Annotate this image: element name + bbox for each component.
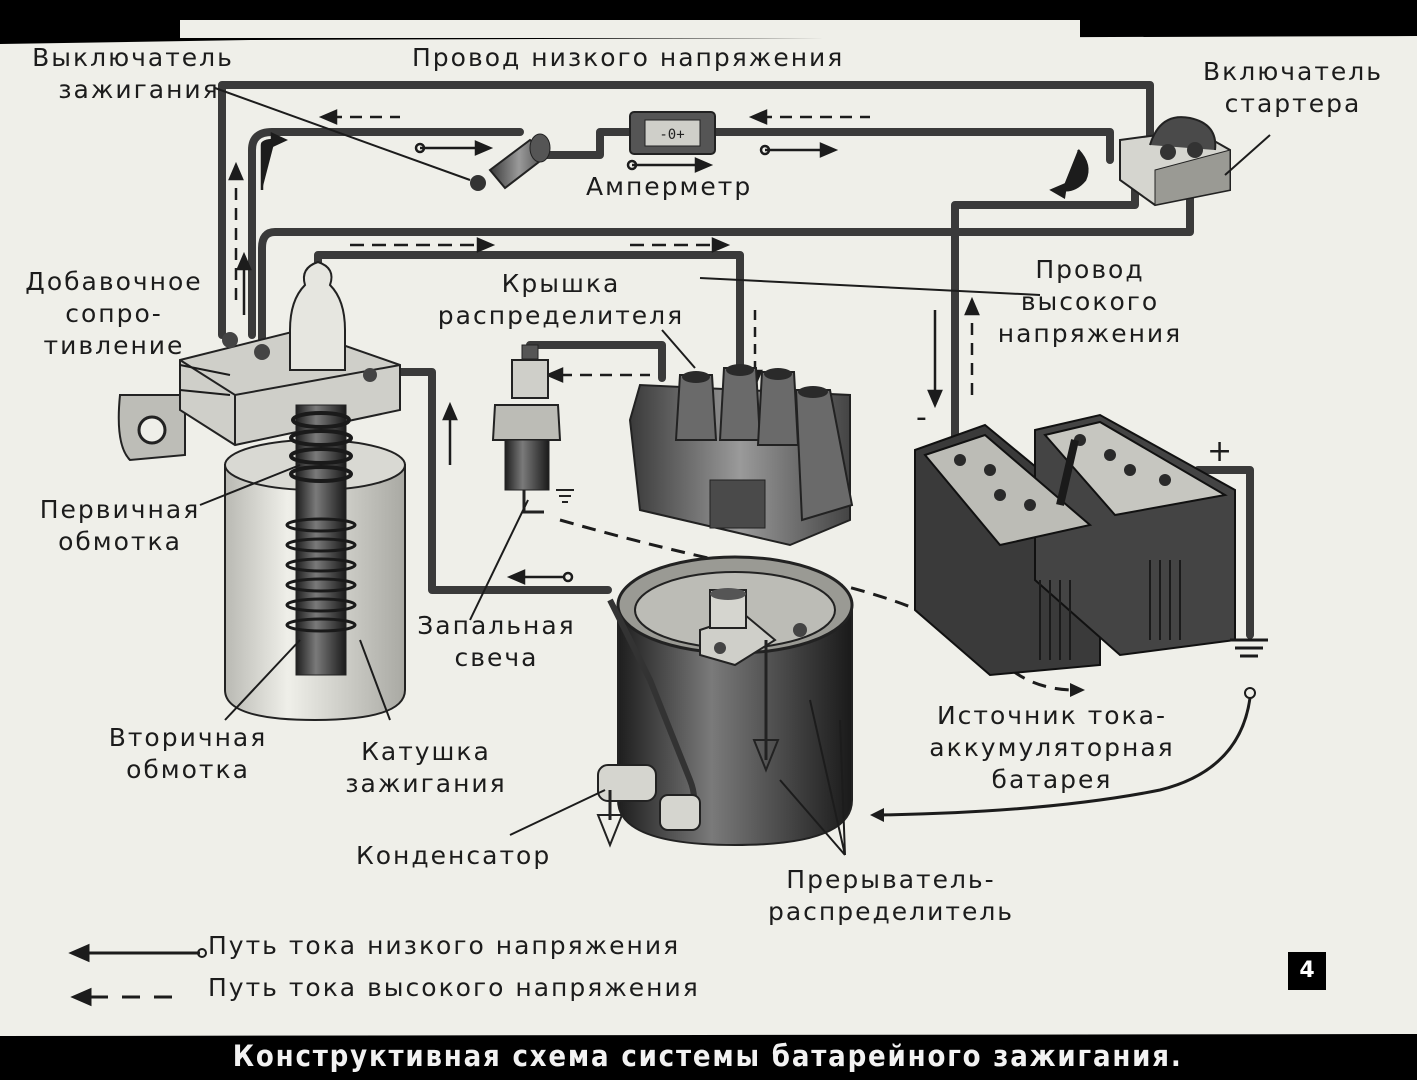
- low-voltage-wire: [218, 81, 1154, 339]
- ammeter-label: Амперметр: [586, 172, 753, 201]
- lv-return-arrowhead: [870, 808, 884, 822]
- leader-lines: [179, 87, 1271, 856]
- low-voltage-wire-label: Провод низкого напряжения: [412, 43, 845, 72]
- starter-switch-drawing: [1119, 116, 1231, 207]
- starter-switch-label: Включатель стартера: [1202, 57, 1384, 118]
- spark-plug-drawing: [491, 344, 574, 514]
- ammeter-wire-right: [541, 128, 634, 159]
- distributor-cap-drawing: [628, 364, 854, 547]
- breaker-distributor-drawing: [596, 555, 854, 848]
- ignition-switch-drawing: [470, 133, 551, 191]
- ammeter-to-starter: [711, 128, 1114, 164]
- battery-plus-sign: +: [1207, 434, 1235, 469]
- high-voltage-wire-label: Провод высокого напряжения: [997, 255, 1183, 348]
- battery-drawing: [914, 413, 1268, 677]
- ignition-switch-label: Выключатель зажигания: [32, 43, 234, 104]
- legend-lines: [68, 943, 207, 1007]
- ammeter-drawing: -0+: [629, 111, 716, 155]
- legend-high-voltage: Путь тока высокого напряжения: [208, 973, 700, 1002]
- slide-number: 4: [1288, 952, 1326, 990]
- slide-caption: Конструктивная схема системы батарейного…: [232, 1039, 1183, 1073]
- power-source-label: Источник тока- аккумуляторная батарея: [929, 701, 1175, 794]
- battery-minus-sign: -: [916, 400, 929, 435]
- added-resistance-label: Добавочное сопро- тивление: [25, 267, 203, 360]
- flow-arrows: [228, 109, 1089, 624]
- ground-terminal: [1244, 687, 1256, 699]
- starter-to-coil: [258, 161, 1194, 349]
- hv-return-path: [559, 518, 1076, 692]
- ammeter-wire: [248, 128, 524, 339]
- primary-winding-label: Первичная обмотка: [39, 495, 201, 556]
- distributor-cap-label: Крышка распределителя: [437, 269, 685, 330]
- secondary-winding-label: Вторичная обмотка: [108, 723, 268, 784]
- wiring: [218, 81, 1254, 639]
- legend-low-voltage: Путь тока низкого напряжения: [208, 931, 681, 960]
- spark-plug-label: Запальная свеча: [417, 611, 576, 672]
- condenser-label: Конденсатор: [356, 841, 552, 870]
- lv-return-path: [879, 697, 1252, 817]
- ignition-coil-drawing: [117, 260, 406, 722]
- slide-paper: [0, 36, 1417, 1036]
- ground-wire: [1194, 466, 1254, 639]
- svg-text:-0+: -0+: [659, 127, 684, 143]
- hv-return-arrowhead: [1070, 683, 1085, 697]
- breaker-distributor-label: Прерыватель- распределитель: [767, 865, 1015, 926]
- ignition-coil-label: Катушка зажигания: [345, 737, 507, 798]
- top-bar: [180, 20, 1080, 38]
